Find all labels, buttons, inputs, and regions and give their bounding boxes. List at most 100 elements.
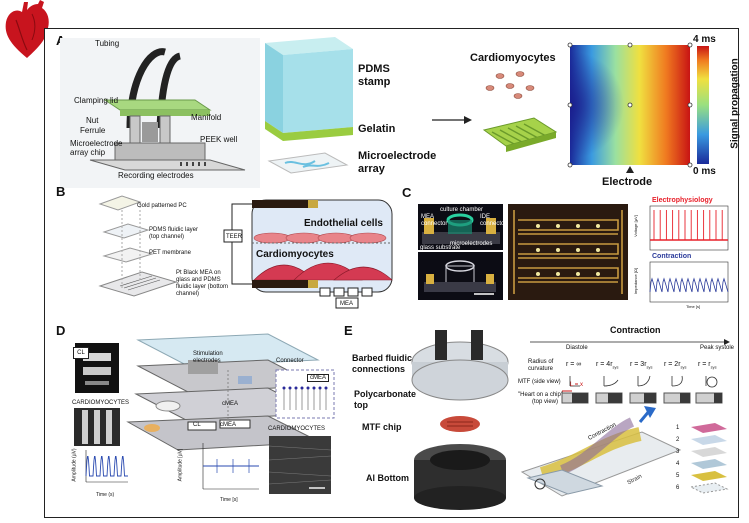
cl-tag: CL: [73, 347, 89, 359]
pt-label-1: Pt Black MEA on: [176, 270, 221, 276]
mea-connector-label-2: connector: [421, 221, 448, 227]
al-bottom-label: Al Bottom: [366, 473, 409, 483]
ephys-y-label: Voltage [µV]: [632, 215, 638, 237]
r-4-label: r = 4rsys: [596, 361, 619, 371]
radius-label-2: curvature: [528, 366, 554, 372]
layer-5-label: 5: [676, 473, 680, 479]
contraction-x-label: Time [s]: [686, 304, 701, 309]
lx-label: L = x: [570, 382, 583, 388]
contraction-y-label: Impedance [Ω]: [633, 267, 639, 295]
layer-4-label: 4: [676, 461, 680, 467]
culture-chamber-label: culture chamber: [440, 207, 484, 213]
cardiomyocytes-d-left-label: CARDIOMYOCYTES: [72, 400, 130, 406]
mea-b-label: MEA: [340, 301, 354, 307]
pdms-layer-label-2: (top channel): [149, 234, 185, 240]
ephys-chart: [649, 205, 729, 251]
mea-connector-label-1: MEA: [421, 214, 435, 220]
cardiomyocytes-label: Cardiomyocytes: [470, 52, 556, 64]
recording-electrodes-label: Recording electrodes: [118, 171, 194, 180]
amp-left-y-label: Amplitude (µV): [71, 448, 78, 482]
cardiomyocytes-d-right-label: CARDIOMYOCYTES: [268, 426, 326, 432]
contraction-c-label: Contraction: [652, 253, 692, 260]
pdms-stamp-drawing: [265, 37, 353, 174]
chamber-photo: [418, 204, 503, 250]
electrode-array-photo: [508, 204, 628, 300]
mtf-device-drawing: [411, 330, 509, 510]
mtf-side-label: MTF (side view): [518, 379, 561, 385]
contraction-e-title: Contraction: [610, 325, 661, 335]
mea-device-drawing: [60, 38, 260, 188]
peak-systole-label: Peak systole: [700, 345, 735, 351]
mea-array-label-1: Microelectrode: [358, 150, 437, 162]
mtf-curvature-row: [569, 375, 718, 388]
nut-label: Nut: [86, 116, 99, 125]
heatmap-colorbar: [697, 46, 709, 164]
pt-label-3: fluidic layer (bottom: [176, 284, 229, 290]
pdms-layer-label-1: PDMS fluidic layer: [149, 227, 199, 233]
pet-label: PET membrane: [149, 250, 191, 256]
layer-1-label: 1: [676, 425, 680, 431]
pt-label-4: channel): [176, 291, 200, 297]
mea-chip-label-1: Microelectrode: [70, 139, 123, 148]
gold-pc-label: Gold patterned PC: [137, 203, 187, 209]
cmea-inner-label-2: cMEA: [220, 422, 237, 428]
cardiomyocytes-micrograph: [268, 436, 332, 494]
r-2-text: r = 2r: [664, 361, 681, 368]
endothelial-label: Endothelial cells: [304, 218, 383, 229]
layer-stack-e: [689, 423, 729, 494]
layer-2-label: 2: [676, 437, 680, 443]
amplitude-chart-left: [85, 450, 128, 483]
contraction-arrow-icon: [530, 339, 730, 345]
mtf-strain-drawing: [520, 406, 682, 497]
scale-axis-label: Signal propagation: [729, 58, 741, 149]
polycarbonate-label-2: top: [354, 400, 368, 410]
panel-c-label: C: [402, 185, 412, 200]
stimulation-label-2: electrodes: [193, 358, 221, 364]
cl-inner-label: CL: [193, 422, 201, 428]
stimulation-label-1: Stimulation: [193, 351, 223, 357]
microelectrodes-label: microelectrodes: [450, 241, 493, 247]
mtf-topview-row: [561, 390, 723, 404]
mtf-chip-label: MTF chip: [362, 422, 402, 432]
electrode-label: Electrode: [602, 176, 653, 188]
ide-connector-label-1: IDE: [480, 214, 491, 220]
diastole-label: Diastole: [566, 345, 588, 351]
amp-right-x-label: Time [s]: [220, 497, 238, 503]
scale-min-label: 0 ms: [693, 166, 716, 177]
ferrule-label: Ferrule: [80, 126, 106, 135]
mea-array-label-2: array: [358, 163, 385, 175]
cmea-tag: cMEA: [307, 374, 330, 382]
layer-6-label: 6: [676, 485, 680, 491]
mea-chip-label-2: array chip: [70, 148, 106, 157]
amp-left-x-label: Time (s): [96, 492, 115, 498]
r-3-sub: sys: [646, 364, 653, 370]
pdms-label-2: stamp: [358, 76, 391, 88]
heart-chip-label-2: (top view): [532, 399, 559, 405]
contraction-chart: [649, 261, 729, 303]
cmea-inner-label: cMEA: [222, 401, 239, 407]
r-1-sub: sys: [710, 364, 717, 370]
teer-label: TEER: [226, 234, 243, 240]
r-4-sub: sys: [612, 364, 619, 370]
teer-schematic: [223, 199, 393, 309]
glass-substrate-label: glass substrate: [420, 245, 461, 251]
layer-stack-drawing: [98, 195, 178, 297]
chamber-photo-2: [418, 252, 503, 300]
r-2-label: r = 2rsys: [664, 361, 687, 371]
cardiomyocytes-b-label: Cardiomyocytes: [256, 249, 334, 260]
tubing-label: Tubing: [95, 39, 120, 48]
ide-connector-label-2: connector: [480, 221, 507, 227]
electrophysiology-label: Electrophysiology: [652, 197, 713, 204]
cardiomyocytes-drawing: [482, 71, 558, 152]
pt-label-2: glass and PDMS: [176, 277, 221, 283]
barbed-label-2: connections: [352, 364, 406, 374]
polycarbonate-label-1: Polycarbonate: [354, 389, 417, 399]
heart-chip-label-1: "Heart on a chip": [518, 392, 563, 398]
cantilever-photo: [74, 408, 120, 446]
r-2-sub: sys: [680, 364, 687, 370]
gelatin-label: Gelatin: [358, 123, 396, 135]
r-1-label: r = rsys: [698, 361, 717, 371]
barbed-label-1: Barbed fluidic: [352, 353, 413, 363]
clamping-lid-label: Clamping lid: [74, 96, 119, 105]
peek-well-label: PEEK well: [200, 135, 238, 144]
